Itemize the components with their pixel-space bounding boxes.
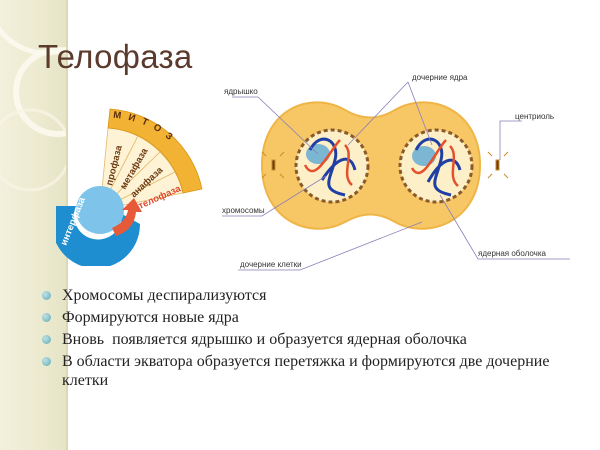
leader-lines	[222, 81, 570, 271]
label-centriole: центриоль	[515, 112, 554, 121]
bullet-dot-icon	[42, 291, 51, 300]
bullet-item: Формируются новые ядра	[40, 308, 580, 327]
bullet-item: В области экватора образуется перетяжка …	[40, 352, 580, 390]
centriole-right-icon	[487, 151, 509, 179]
telophase-cell-diagram: ядрышко дочерние ядра центриоль хромосом…	[222, 73, 570, 271]
bullet-dot-icon	[42, 313, 51, 322]
cell-cycle-diagram: МИТОЗ интерфаза профаза метафаза анафаза…	[56, 108, 203, 266]
interphase-ring	[56, 206, 141, 266]
bullet-text: В области экватора образуется перетяжка …	[62, 353, 550, 389]
bullet-text: Хромосомы деспирализуются	[62, 287, 267, 304]
bullet-dot-icon	[42, 335, 51, 344]
bullet-text: Формируются новые ядра	[62, 309, 239, 326]
centriole-left-icon	[261, 151, 285, 179]
bullet-item: Хромосомы деспирализуются	[40, 286, 580, 305]
label-daughter-nuclei: дочерние ядра	[412, 73, 468, 82]
bullet-list: Хромосомы деспирализуются Формируются но…	[40, 286, 580, 393]
label-daughter-cells: дочерние клетки	[240, 260, 302, 269]
left-daughter-nucleus	[294, 128, 370, 204]
bullet-text: Вновь появляется ядрышко и образуется яд…	[62, 331, 467, 348]
mitosis-band	[107, 108, 203, 194]
label-chromosomes: хромосомы	[222, 206, 265, 215]
cycle-arrow-icon	[112, 198, 142, 236]
label-nuclear-envelope: ядерная оболочка	[478, 249, 547, 258]
label-nucleolus: ядрышко	[224, 87, 258, 96]
right-daughter-nucleus	[398, 128, 474, 204]
interphase-core	[76, 186, 124, 234]
bullet-dot-icon	[42, 357, 51, 366]
slide-title: Телофаза	[38, 38, 193, 75]
bullet-item: Вновь появляется ядрышко и образуется яд…	[40, 330, 580, 349]
decorative-circles	[0, 26, 68, 192]
